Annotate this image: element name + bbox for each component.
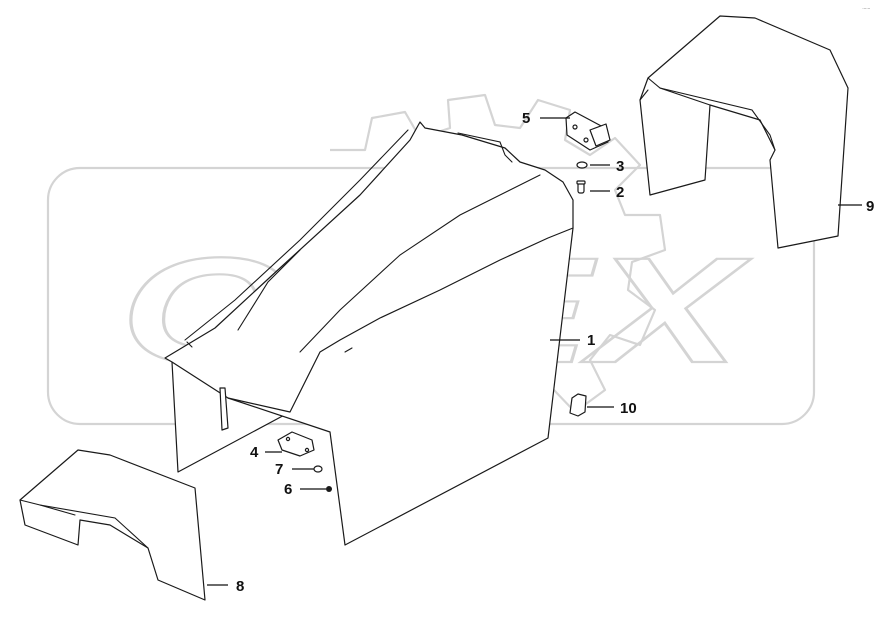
part-3-washer (576, 161, 588, 169)
callout-5: 5 (522, 110, 530, 127)
callout-4: 4 (250, 444, 259, 461)
part-4-hole (304, 447, 310, 453)
part-10-pad (569, 393, 587, 417)
part-9-right-fender (639, 15, 849, 249)
part-7-washer (313, 465, 323, 473)
part-2-bolt (576, 180, 586, 194)
part-1-main-hood (164, 121, 574, 546)
callout-8: 8 (236, 578, 244, 595)
part-4-hole (285, 436, 291, 442)
corner-code: ·-·- (862, 6, 870, 12)
part-6-nut (326, 486, 332, 492)
part-8-left-fender (19, 449, 206, 601)
callout-6: 6 (284, 481, 292, 498)
part-5-hinge (565, 111, 611, 151)
callouts: 1 2 3 4 5 6 7 8 9 10 (207, 110, 874, 595)
callout-3: 3 (616, 158, 624, 175)
callout-7: 7 (275, 461, 283, 478)
part-4-plate (277, 431, 315, 457)
callout-2: 2 (616, 184, 624, 201)
callout-10: 10 (620, 400, 637, 417)
callout-9: 9 (866, 198, 874, 215)
callout-1: 1 (587, 332, 595, 349)
